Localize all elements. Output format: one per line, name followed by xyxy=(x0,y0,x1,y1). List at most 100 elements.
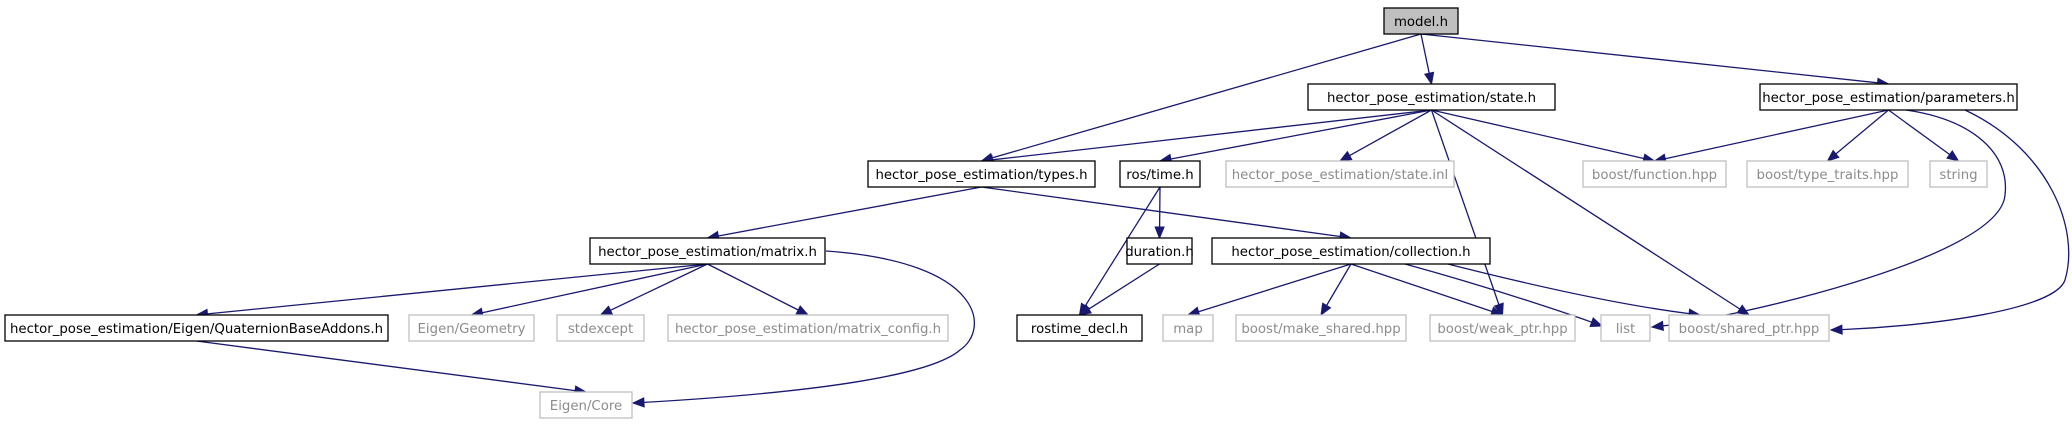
edge-types-to-matrix xyxy=(706,186,982,242)
edge-line xyxy=(1430,109,1500,305)
node-label: boost/weak_ptr.hpp xyxy=(1437,322,1567,337)
edge-model-to-parameters xyxy=(1420,33,1890,88)
node-label: list xyxy=(1616,322,1636,337)
edge-line xyxy=(196,340,576,392)
node-box xyxy=(1929,160,1988,188)
node-box xyxy=(667,314,949,342)
node-label: hector_pose_estimation/parameters.h xyxy=(1762,91,2015,106)
edge-line xyxy=(1198,263,1352,313)
node-parameters[interactable]: hector_pose_estimation/parameters.h xyxy=(1759,83,2018,111)
edge-state-to-stateinl xyxy=(1338,109,1432,162)
node-string: string xyxy=(1929,160,1988,188)
node-label: ros/time.h xyxy=(1126,168,1193,183)
edge-parameters-to-list xyxy=(1650,109,2007,331)
edge-line xyxy=(1841,109,2070,331)
node-list: list xyxy=(1600,314,1651,342)
edge-line xyxy=(1420,33,1430,74)
node-box xyxy=(1429,314,1576,342)
edge-model-to-state xyxy=(1420,33,1435,86)
edge-line xyxy=(1088,263,1160,310)
arrowhead xyxy=(1946,150,1960,162)
node-box xyxy=(1211,237,1491,265)
edge-matrix-to-geometry xyxy=(470,263,708,318)
node-weakptr: boost/weak_ptr.hpp xyxy=(1429,314,1576,342)
edge-line xyxy=(1404,263,1592,323)
node-box xyxy=(1600,314,1651,342)
arrowhead xyxy=(1078,304,1093,316)
node-box xyxy=(539,391,633,419)
edge-line xyxy=(991,33,1422,159)
edge-quat-to-eigencore xyxy=(196,340,588,396)
node-box xyxy=(1225,160,1455,188)
edge-line xyxy=(1170,109,1432,160)
edge-line xyxy=(1420,33,1878,84)
edge-line xyxy=(1326,263,1352,306)
node-box xyxy=(1162,314,1214,342)
node-collection[interactable]: hector_pose_estimation/collection.h xyxy=(1211,237,1491,265)
node-label: boost/shared_ptr.hpp xyxy=(1679,322,1820,337)
node-types[interactable]: hector_pose_estimation/types.h xyxy=(867,160,1096,188)
node-model[interactable]: model.h xyxy=(1383,7,1459,35)
arrowhead xyxy=(795,305,810,316)
node-map: map xyxy=(1162,314,1214,342)
arrowhead xyxy=(1320,302,1332,317)
node-rostime[interactable]: ros/time.h xyxy=(1119,160,1201,188)
node-label: hector_pose_estimation/state.h xyxy=(1327,91,1536,106)
edge-duration-to-rostimedecl xyxy=(1078,263,1160,316)
node-box xyxy=(1668,314,1830,342)
node-label: stdexcept xyxy=(568,322,633,337)
node-box xyxy=(589,237,826,265)
edge-matrix-to-matrixconfig xyxy=(707,263,810,316)
node-matrix[interactable]: hector_pose_estimation/matrix.h xyxy=(589,237,826,265)
node-state[interactable]: hector_pose_estimation/state.h xyxy=(1307,83,1556,111)
node-box xyxy=(1119,160,1201,188)
edge-line xyxy=(643,250,976,404)
edge-state-to-weakptr xyxy=(1430,109,1504,317)
arrowhead xyxy=(1338,150,1353,162)
node-rostimedecl[interactable]: rostime_decl.h xyxy=(1016,314,1143,342)
edge-matrix-to-quat xyxy=(195,263,708,320)
node-label: rostime_decl.h xyxy=(1031,322,1128,337)
node-duration[interactable]: duration.h xyxy=(1125,237,1194,265)
edge-line xyxy=(981,186,1341,238)
edge-matrix-to-stdexcept xyxy=(599,263,708,316)
node-label: Eigen/Geometry xyxy=(418,322,526,337)
node-label: hector_pose_estimation/types.h xyxy=(875,168,1087,183)
node-label: boost/type_traits.hpp xyxy=(1757,168,1899,183)
edge-line xyxy=(1439,261,1690,315)
edge-line xyxy=(1349,109,1432,157)
node-box xyxy=(1235,314,1407,342)
node-box xyxy=(1307,83,1556,111)
node-label: hector_pose_estimation/matrix_config.h xyxy=(675,322,941,337)
node-label: boost/function.hpp xyxy=(1592,168,1717,183)
arrowhead xyxy=(1423,71,1435,86)
node-matrixconfig: hector_pose_estimation/matrix_config.h xyxy=(667,314,949,342)
node-box xyxy=(1582,160,1727,188)
edge-collection-to-weakptr xyxy=(1350,263,1504,317)
arrowhead xyxy=(1589,317,1604,328)
node-quat[interactable]: hector_pose_estimation/Eigen/QuaternionB… xyxy=(4,314,389,342)
edge-line xyxy=(1350,263,1493,313)
node-geometry: Eigen/Geometry xyxy=(408,314,535,342)
node-sharedptr: boost/shared_ptr.hpp xyxy=(1668,314,1830,342)
edge-line xyxy=(482,263,708,314)
node-label: duration.h xyxy=(1125,245,1194,260)
node-stdexcept: stdexcept xyxy=(556,314,645,342)
edge-line xyxy=(1662,109,2007,327)
arrowhead xyxy=(1650,320,1664,331)
edge-line xyxy=(992,109,1432,161)
node-box xyxy=(1759,83,2018,111)
edge-collection-to-list xyxy=(1404,263,1604,328)
arrowhead xyxy=(599,305,614,316)
arrowhead xyxy=(1493,302,1504,317)
edge-line xyxy=(707,263,799,311)
node-box xyxy=(408,314,535,342)
edge-state-to-sharedptr xyxy=(1431,109,1751,316)
node-eigencore: Eigen/Core xyxy=(539,391,633,419)
arrowhead xyxy=(1826,149,1840,162)
node-makeshared: boost/make_shared.hpp xyxy=(1235,314,1407,342)
edge-collection-to-sharedptr xyxy=(1439,261,1702,319)
node-box xyxy=(1746,160,1909,188)
